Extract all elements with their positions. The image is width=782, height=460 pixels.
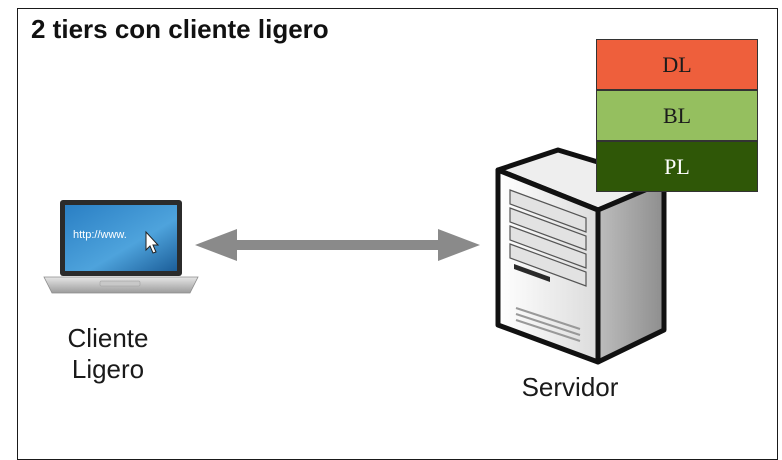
double-arrow xyxy=(195,229,480,261)
diagram-title: 2 tiers con cliente ligero xyxy=(31,14,329,44)
layer-bl: BL xyxy=(596,90,758,141)
server-icon xyxy=(495,147,667,365)
layer-pl: PL xyxy=(596,141,758,192)
laptop-screen-text: http://www. xyxy=(73,229,127,241)
server-label: Servidor xyxy=(521,372,619,402)
client-label-line2: Ligero xyxy=(71,354,145,384)
client-label: Cliente Ligero xyxy=(48,323,168,385)
client-label-line1: Cliente xyxy=(67,323,149,353)
layer-dl: DL xyxy=(596,39,758,90)
laptop-icon: http://www. xyxy=(43,200,199,294)
